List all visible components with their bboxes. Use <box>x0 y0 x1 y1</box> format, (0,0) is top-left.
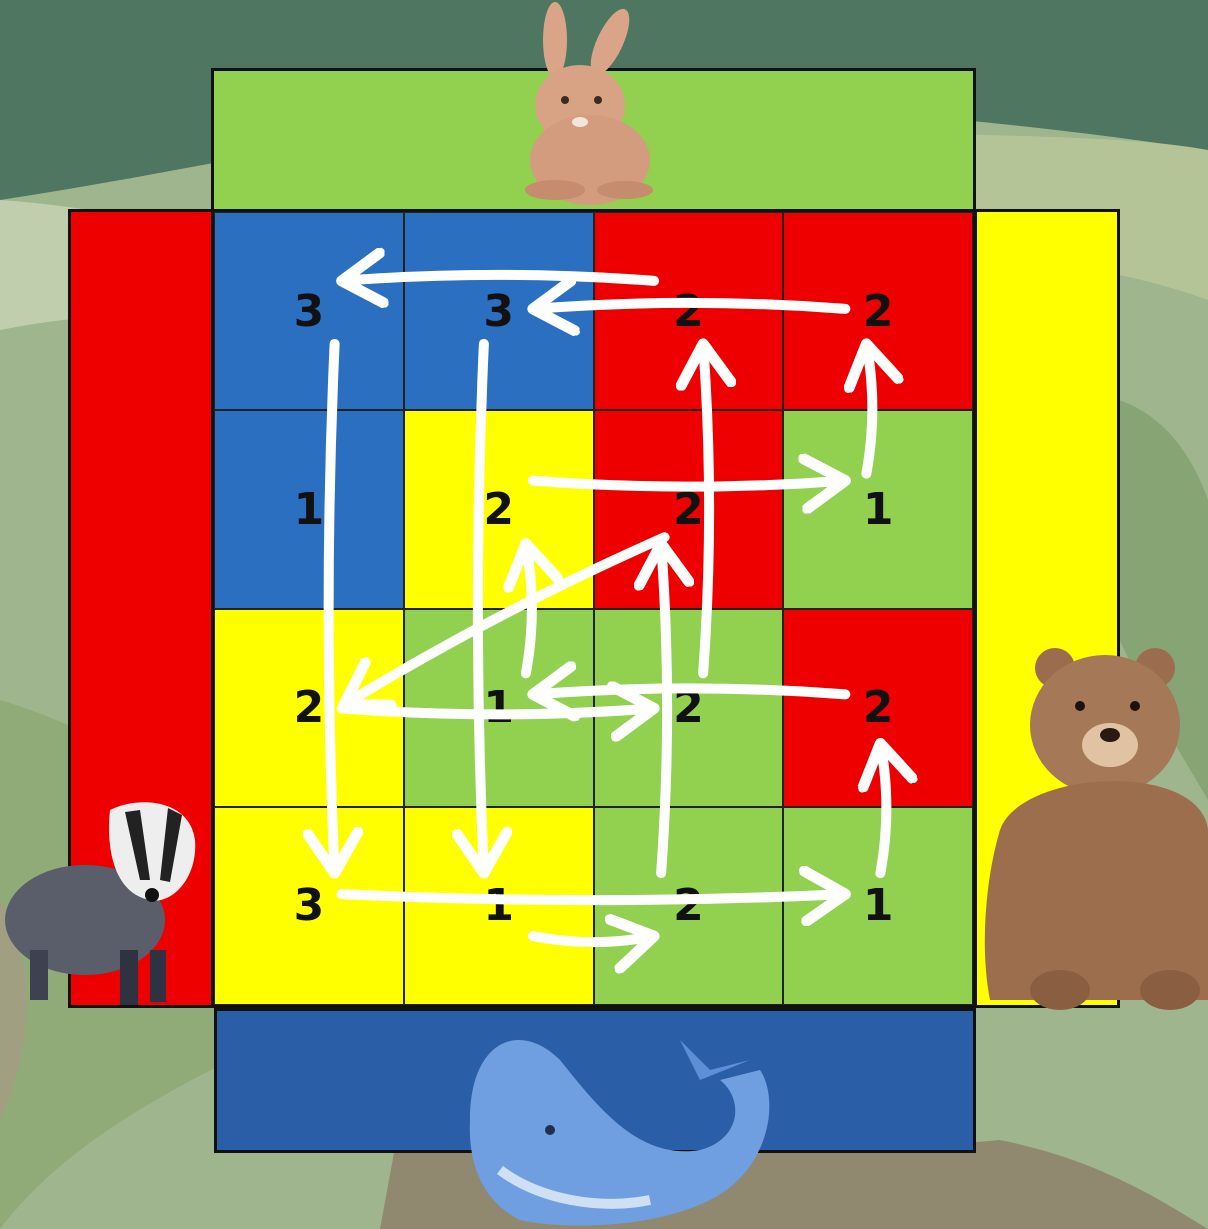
board-cell-r1-c3[interactable]: 2 <box>594 212 784 410</box>
board-cell-r2-c1[interactable]: 1 <box>214 410 404 608</box>
board-cell-r3-c3[interactable]: 2 <box>594 609 784 807</box>
board-cell-r3-c4[interactable]: 2 <box>783 609 973 807</box>
board-cell-r4-c4[interactable]: 1 <box>783 807 973 1005</box>
bear-zone <box>974 209 1120 1008</box>
board-cell-r4-c2[interactable]: 1 <box>404 807 594 1005</box>
board-cell-r4-c1[interactable]: 3 <box>214 807 404 1005</box>
board-cell-r3-c1[interactable]: 2 <box>214 609 404 807</box>
board-cell-r2-c3[interactable]: 2 <box>594 410 784 608</box>
board-cell-r3-c2[interactable]: 1 <box>404 609 594 807</box>
board-cell-r2-c4[interactable]: 1 <box>783 410 973 608</box>
badger-zone <box>68 209 214 1008</box>
board-cell-r4-c3[interactable]: 2 <box>594 807 784 1005</box>
whale-zone <box>214 1008 976 1153</box>
board-cell-r1-c1[interactable]: 3 <box>214 212 404 410</box>
board-cell-r1-c4[interactable]: 2 <box>783 212 973 410</box>
rabbit-zone <box>211 68 976 213</box>
board-cell-r2-c2[interactable]: 2 <box>404 410 594 608</box>
board-cell-r1-c2[interactable]: 3 <box>404 212 594 410</box>
